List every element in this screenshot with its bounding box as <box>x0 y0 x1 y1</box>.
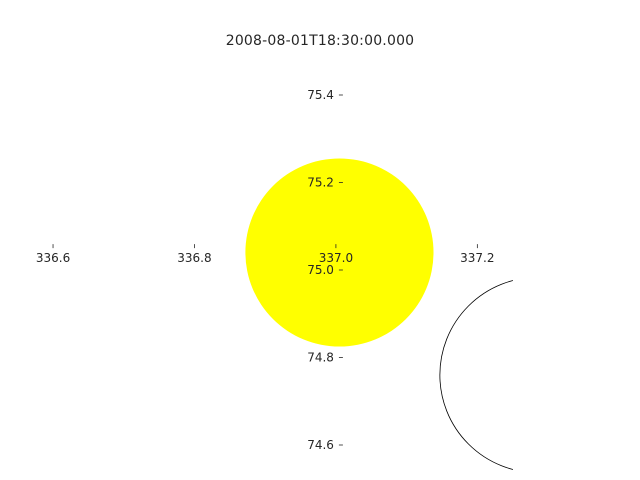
y-tick-label: 74.6 <box>307 438 334 452</box>
y-tick-label: 75.0 <box>307 263 334 277</box>
y-tick-label: 75.2 <box>307 176 334 190</box>
x-tick-label: 336.8 <box>177 251 211 265</box>
x-tick-label: 336.6 <box>36 251 70 265</box>
chart-title: 2008-08-01T18:30:00.000 <box>225 33 415 49</box>
y-tick-label: 74.8 <box>307 351 334 365</box>
axes: 75.4 75.2 75.0 74.8 74.6 336.6 336.8 337.0 337.2 <box>36 88 495 452</box>
moon-outline <box>439 280 513 470</box>
sun-disk <box>245 158 434 347</box>
x-tick-label: 337.0 <box>319 251 353 265</box>
x-tick-label: 337.2 <box>460 251 494 265</box>
y-tick-label: 75.4 <box>307 88 334 102</box>
celestial-bodies <box>245 158 513 470</box>
